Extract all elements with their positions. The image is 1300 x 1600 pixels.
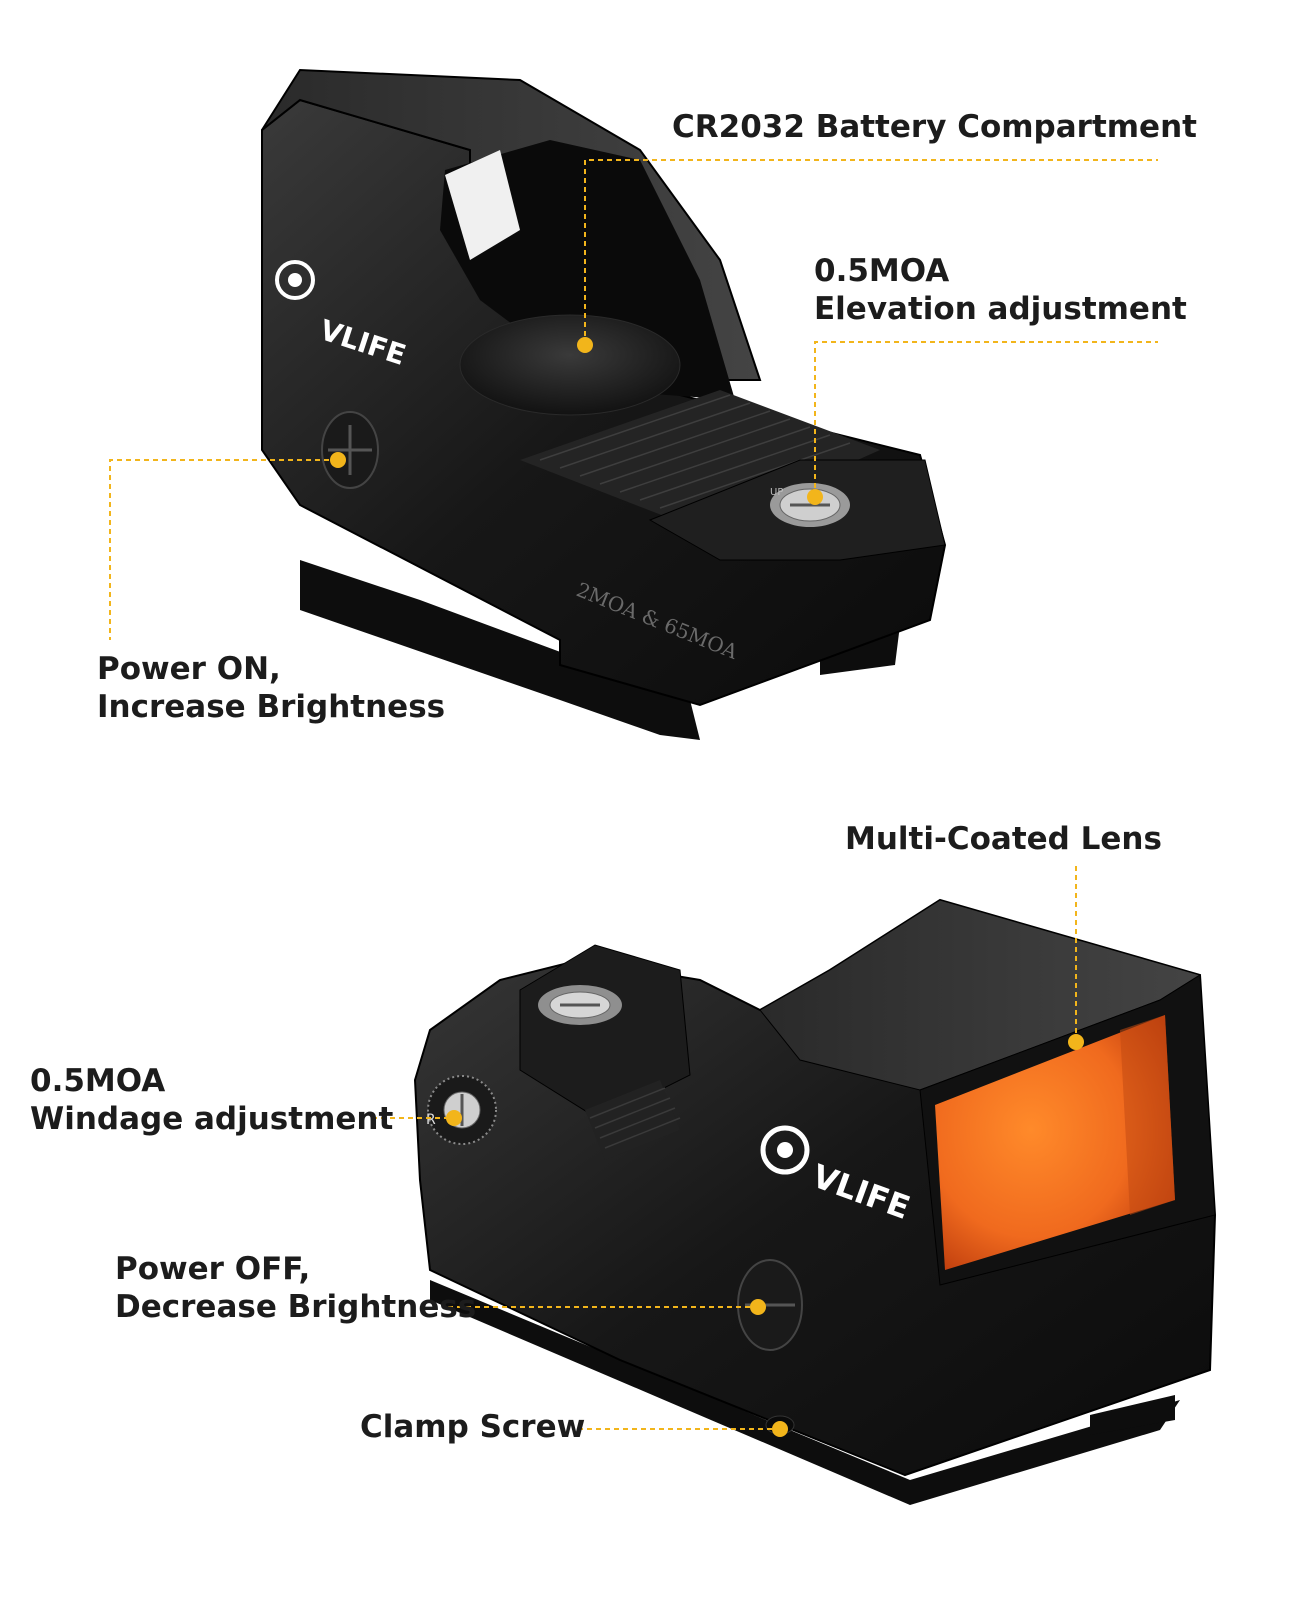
label-windage-line-1: 0.5MOA (30, 1063, 166, 1099)
label-clamp-line-1: Clamp Screw (360, 1409, 586, 1445)
label-lens: Multi-Coated Lens (845, 820, 1162, 858)
label-elevation-line-1: 0.5MOA (814, 253, 950, 289)
label-windage-line-2: Windage adjustment (30, 1101, 394, 1137)
sight-bottom-view: R (413, 898, 1217, 1505)
label-power-off-line-2: Decrease Brightness (115, 1289, 477, 1325)
windage-dial: R (426, 1075, 497, 1145)
label-battery: CR2032 Battery Compartment (672, 108, 1197, 146)
label-elevation-line-2: Elevation adjustment (814, 291, 1187, 327)
sight-top-view: UP VLIFE 2MOA & 65MOA (261, 68, 947, 740)
label-clamp: Clamp Screw (360, 1408, 585, 1446)
elevation-dial: UP (770, 483, 850, 527)
label-power-off-line-1: Power OFF, (115, 1251, 311, 1287)
dial-r-mark: R (426, 1112, 436, 1128)
label-elevation: 0.5MOA Elevation adjustment (814, 252, 1187, 328)
label-windage: 0.5MOA Windage adjustment (30, 1062, 393, 1138)
label-power-off: Power OFF, Decrease Brightness (115, 1250, 476, 1326)
leader-power-on (109, 459, 338, 640)
label-power-on-line-2: Increase Brightness (97, 689, 446, 725)
label-power-on: Power ON, Increase Brightness (97, 650, 445, 726)
power-on-button (321, 411, 379, 489)
top-dial (538, 985, 622, 1025)
callout-dots (330, 337, 1084, 1437)
dial-up-mark: UP (770, 487, 783, 498)
power-off-button (737, 1259, 803, 1351)
label-lens-line-1: Multi-Coated Lens (845, 821, 1162, 857)
label-battery-line-1: CR2032 Battery Compartment (672, 109, 1197, 145)
leader-lines (109, 159, 1158, 1430)
label-power-on-line-1: Power ON, (97, 651, 281, 687)
leader-elevation (814, 341, 1158, 497)
multi-coated-lens (935, 1015, 1175, 1270)
leader-battery (584, 159, 1158, 345)
